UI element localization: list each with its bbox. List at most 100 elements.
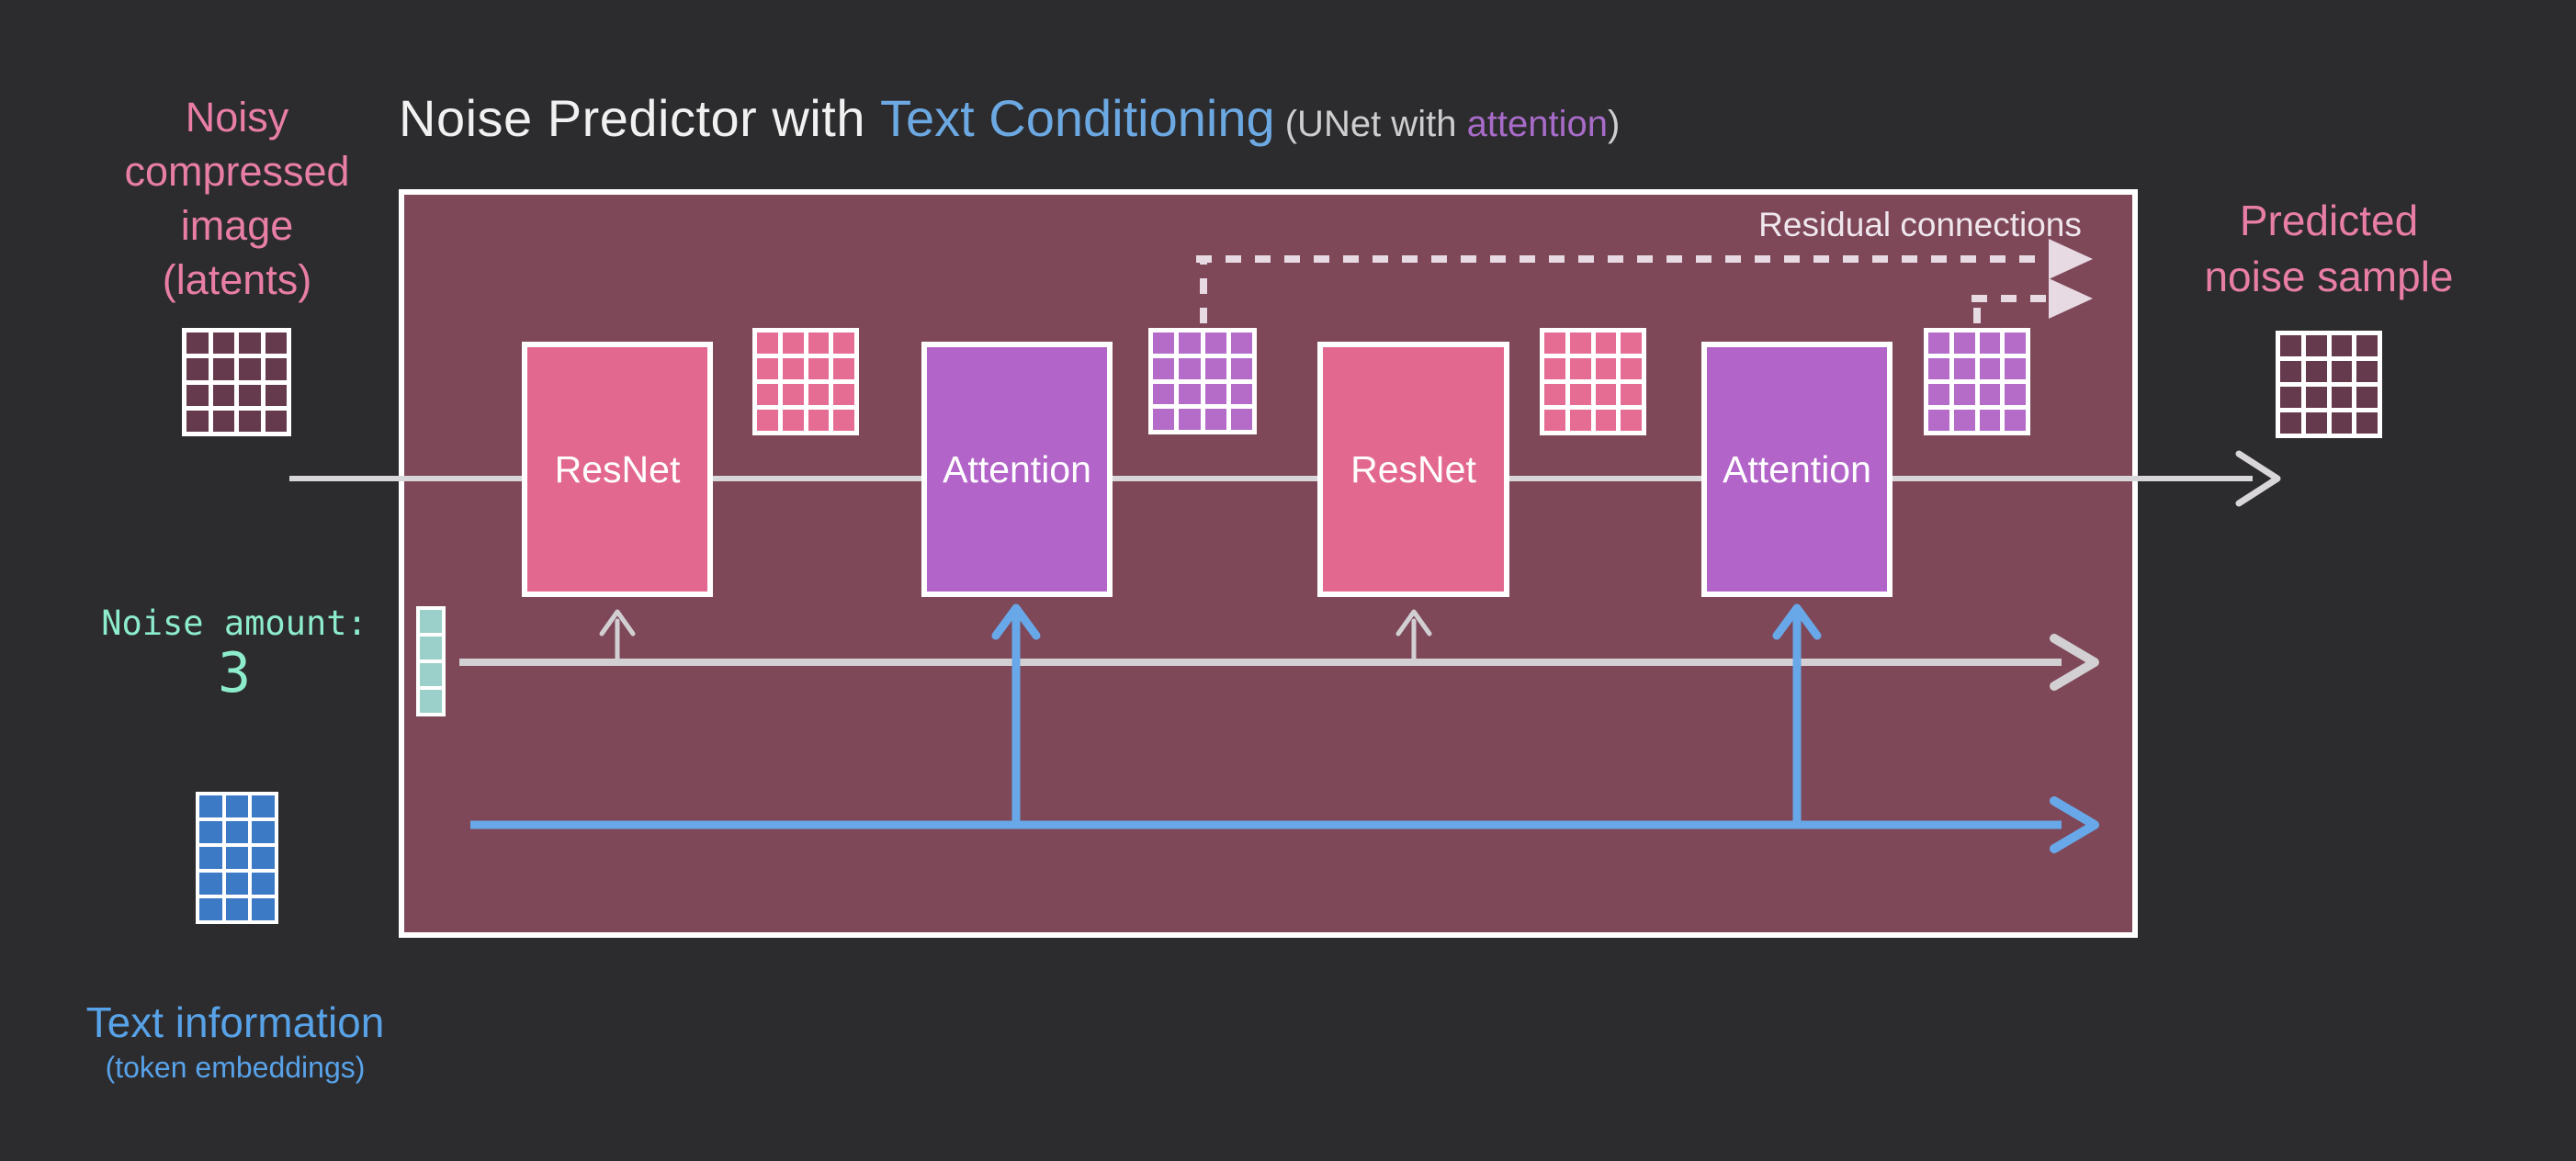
grid-cell [420, 690, 442, 713]
grid-cell [2305, 412, 2327, 434]
grid-cell [265, 358, 287, 380]
attention2-output-grid-icon [1924, 328, 2030, 435]
grid-cell [2280, 335, 2301, 356]
grid-cell [2356, 387, 2378, 408]
grid-cell [1230, 357, 1252, 379]
text-information-label: Text information [85, 998, 385, 1046]
grid-cell [199, 821, 222, 843]
attention-block-1-label: Attention [943, 447, 1091, 490]
grid-cell [1153, 333, 1175, 354]
grid-cell [782, 358, 804, 379]
grid-cell [1204, 357, 1226, 379]
title-sub-prefix: (UNet with [1274, 104, 1467, 144]
grid-cell [239, 410, 261, 432]
grid-cell [265, 333, 287, 355]
grid-cell [186, 410, 209, 432]
grid-cell [225, 795, 249, 817]
grid-cell [2331, 361, 2353, 382]
noisy-latents-label: Noisy compressed image (latents) [81, 90, 393, 307]
grid-cell [225, 821, 249, 843]
grid-cell [833, 333, 854, 354]
grid-cell [265, 384, 287, 406]
grid-cell [1979, 384, 2001, 405]
grid-cell [2331, 335, 2353, 356]
grid-cell [833, 410, 854, 431]
grid-cell [1595, 384, 1617, 405]
grid-cell [252, 821, 275, 843]
grid-cell [2005, 384, 2026, 405]
resnet-block-1: ResNet [522, 342, 713, 597]
noise-amount-label: Noise amount: [101, 603, 367, 643]
grid-cell [252, 898, 275, 920]
grid-cell [782, 410, 804, 431]
grid-cell [186, 333, 209, 355]
predicted-noise-grid-icon [2276, 331, 2382, 438]
grid-cell [1953, 410, 1975, 431]
grid-cell [1621, 384, 1642, 405]
grid-cell [2280, 412, 2301, 434]
grid-cell [808, 358, 830, 379]
grid-cell [199, 847, 222, 869]
grid-cell [782, 333, 804, 354]
grid-cell [1928, 384, 1949, 405]
noisy-latents-label-line: image [180, 202, 294, 249]
grid-cell [2356, 412, 2378, 434]
grid-cell [1621, 358, 1642, 379]
grid-cell [1544, 333, 1565, 354]
predicted-noise-label: Predicted noise sample [2141, 193, 2517, 305]
grid-cell [225, 898, 249, 920]
grid-cell [239, 384, 261, 406]
token-embeddings-label: (token embeddings) [105, 1051, 366, 1084]
grid-cell [2280, 361, 2301, 382]
grid-cell [186, 384, 209, 406]
grid-cell [808, 384, 830, 405]
grid-cell [2356, 335, 2378, 356]
grid-cell [1179, 357, 1201, 379]
grid-cell [252, 795, 275, 817]
grid-cell [757, 384, 778, 405]
grid-cell [1595, 358, 1617, 379]
grid-cell [1544, 384, 1565, 405]
grid-cell [2356, 361, 2378, 382]
grid-cell [1979, 333, 2001, 354]
grid-cell [1230, 333, 1252, 354]
grid-cell [757, 410, 778, 431]
grid-cell [1153, 357, 1175, 379]
attention-block-2-label: Attention [1723, 447, 1871, 490]
grid-cell [1928, 358, 1949, 379]
resnet-block-1-label: ResNet [554, 447, 681, 490]
grid-cell [2331, 387, 2353, 408]
grid-cell [1928, 410, 1949, 431]
grid-cell [212, 410, 234, 432]
grid-cell [212, 384, 234, 406]
grid-cell [1179, 333, 1201, 354]
resnet-block-2-label: ResNet [1350, 447, 1476, 490]
noisy-latents-label-line: (latents) [162, 256, 312, 303]
grid-cell [420, 637, 442, 659]
attention-block-2: Attention [1701, 342, 1892, 597]
grid-cell [1179, 409, 1201, 430]
page-title: Noise Predictor with Text Conditioning (… [399, 88, 1620, 148]
grid-cell [782, 384, 804, 405]
grid-cell [225, 847, 249, 869]
noisy-latents-label-line: compressed [124, 148, 350, 195]
grid-cell [1179, 383, 1201, 405]
grid-cell [420, 663, 442, 686]
grid-cell [1204, 383, 1226, 405]
grid-cell [1928, 333, 1949, 354]
grid-cell [2280, 387, 2301, 408]
attention1-output-grid-icon [1148, 328, 1257, 434]
grid-cell [199, 898, 222, 920]
grid-cell [2305, 335, 2327, 356]
grid-cell [420, 610, 442, 633]
grid-cell [212, 358, 234, 380]
noise-amount-value: 3 [217, 641, 252, 705]
grid-cell [2005, 358, 2026, 379]
grid-cell [1979, 410, 2001, 431]
grid-cell [2005, 410, 2026, 431]
title-accent-text: Text Conditioning [880, 89, 1275, 147]
grid-cell [1595, 333, 1617, 354]
grid-cell [757, 333, 778, 354]
grid-cell [2331, 412, 2353, 434]
